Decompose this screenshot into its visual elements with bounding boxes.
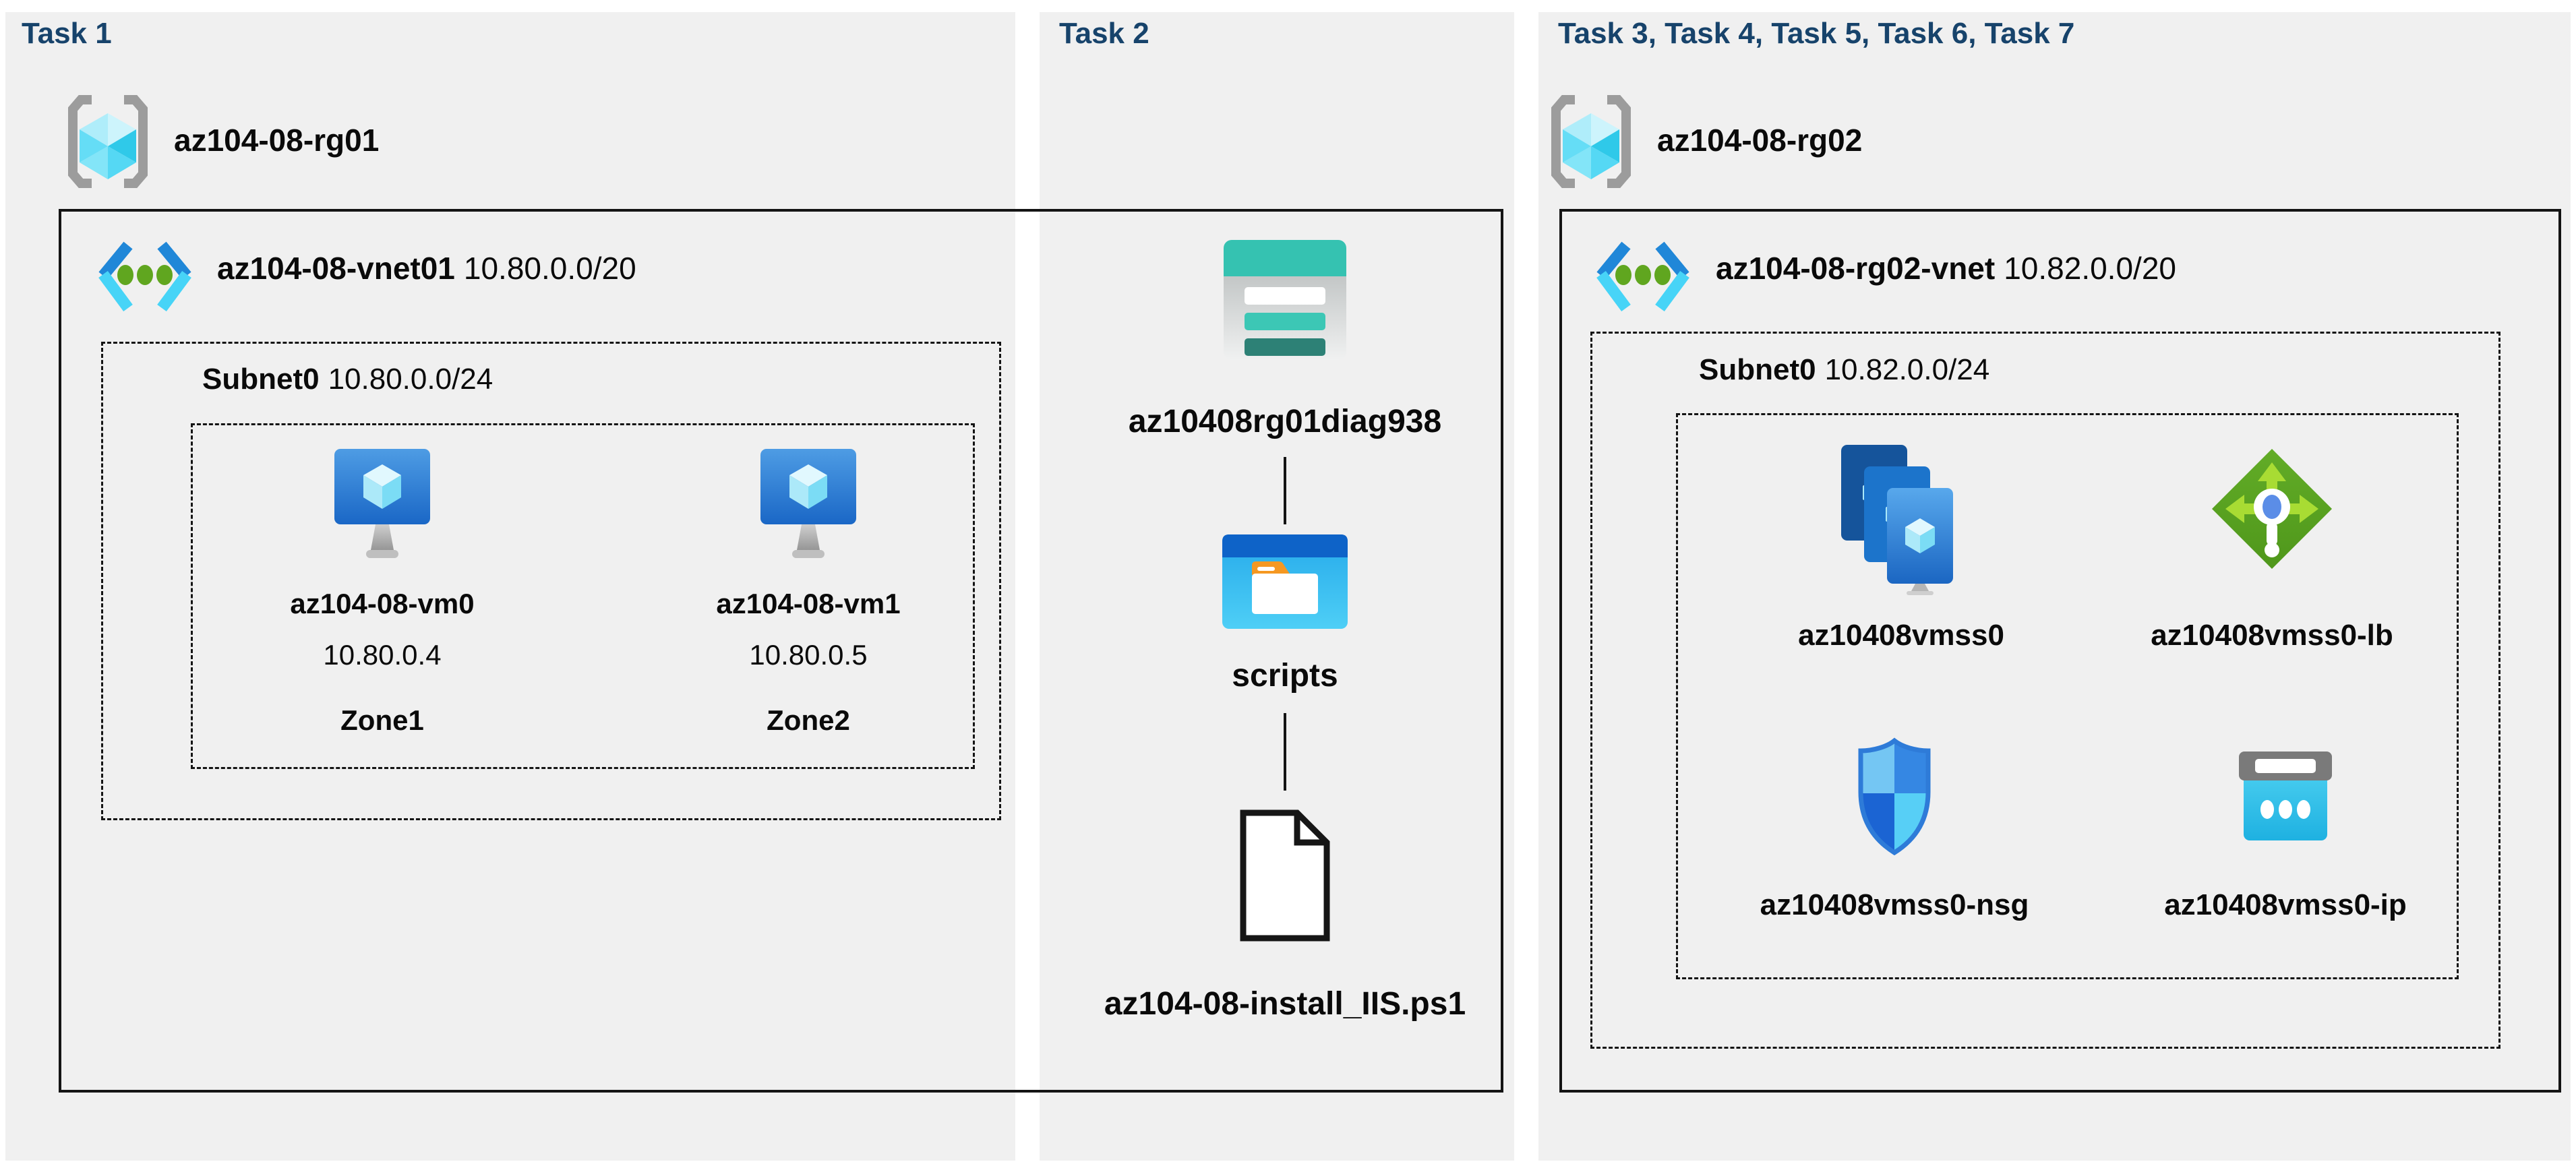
- vm-ip-label: 10.80.0.5: [749, 639, 868, 671]
- vmss-icon: [1837, 443, 1965, 595]
- storage-account-icon: [1224, 240, 1346, 360]
- vnet-name: az104-08-vnet01: [217, 251, 455, 286]
- task2-title: Task 2: [1059, 17, 1149, 50]
- vnet-name: az104-08-rg02-vnet: [1716, 251, 1996, 286]
- task3-panel: [1538, 12, 2571, 1161]
- load-balancer-icon: [2209, 446, 2335, 572]
- storage-account-label: az10408rg01diag938: [1128, 404, 1442, 439]
- resource-group-label: az104-08-rg02: [1657, 123, 1863, 158]
- vnet-cidr: 10.82.0.0/20: [2004, 251, 2176, 286]
- subnet-cidr: 10.80.0.0/24: [328, 363, 493, 396]
- script-file-label: az104-08-install_IIS.ps1: [1104, 986, 1466, 1022]
- public-ip-icon: [2239, 751, 2332, 845]
- nsg-label: az10408vmss0-nsg: [1760, 888, 2029, 921]
- folder-label: scripts: [1232, 658, 1338, 694]
- vnet-icon: [94, 241, 196, 313]
- vm-zone-label: Zone1: [340, 704, 424, 736]
- subnet-name: Subnet0: [202, 363, 320, 396]
- task1-panel: [5, 12, 1015, 1161]
- load-balancer-label: az10408vmss0-lb: [2151, 619, 2393, 652]
- vnet-cidr: 10.80.0.0/20: [463, 251, 636, 286]
- resource-group-label: az104-08-rg01: [174, 123, 380, 158]
- connector-line: [1284, 457, 1286, 524]
- resource-group-icon: [1551, 94, 1631, 189]
- vmss-label: az10408vmss0: [1798, 619, 2004, 652]
- resource-group-icon: [67, 94, 148, 189]
- vm-zone-label: Zone2: [767, 704, 850, 736]
- subnet-cidr: 10.82.0.0/24: [1824, 353, 1990, 386]
- vnet-icon: [1592, 241, 1694, 313]
- folder-icon: [1222, 534, 1348, 629]
- connector-line: [1284, 713, 1286, 791]
- vm-icon: [760, 449, 856, 565]
- task3-title: Task 3, Task 4, Task 5, Task 6, Task 7: [1558, 17, 2075, 50]
- subnet-name: Subnet0: [1699, 353, 1816, 386]
- vm-ip-label: 10.80.0.4: [323, 639, 442, 671]
- nsg-icon: [1855, 737, 1934, 858]
- vm-icon: [334, 449, 430, 565]
- vm-name-label: az104-08-vm0: [290, 588, 475, 619]
- task1-title: Task 1: [22, 17, 112, 50]
- file-icon: [1239, 809, 1331, 942]
- public-ip-label: az10408vmss0-ip: [2164, 888, 2407, 921]
- vm-name-label: az104-08-vm1: [716, 588, 901, 619]
